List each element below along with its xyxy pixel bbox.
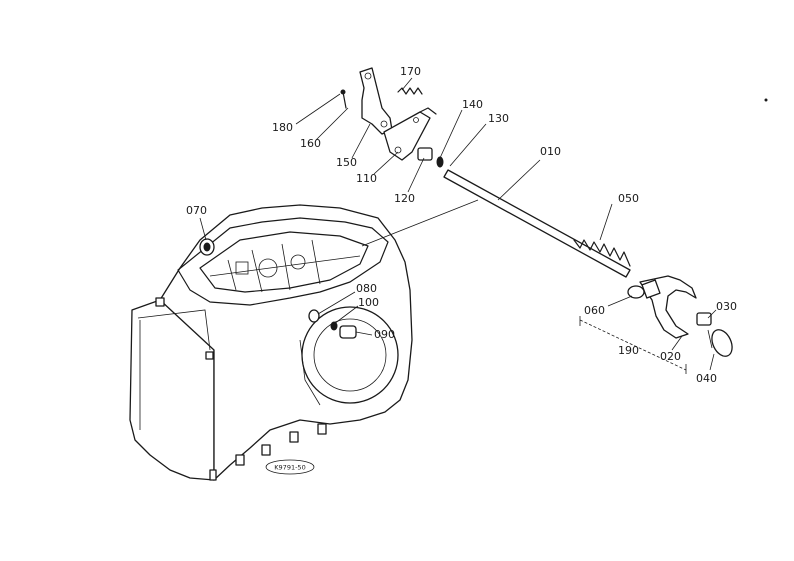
label-120: 120 bbox=[394, 192, 415, 205]
plug bbox=[696, 312, 712, 326]
circlip bbox=[330, 321, 338, 331]
label-010: 010 bbox=[540, 145, 561, 158]
pin bbox=[340, 89, 347, 109]
oring bbox=[308, 309, 320, 323]
label-140: 140 bbox=[462, 98, 483, 111]
oil-seal bbox=[199, 238, 215, 256]
label-060: 060 bbox=[584, 304, 605, 317]
collar-ring bbox=[627, 285, 645, 299]
label-170: 170 bbox=[400, 65, 421, 78]
label-180: 180 bbox=[272, 121, 293, 134]
label-110: 110 bbox=[356, 172, 377, 185]
label-080: 080 bbox=[356, 282, 377, 295]
label-100: 100 bbox=[358, 296, 379, 309]
bushing bbox=[417, 147, 433, 161]
bearing-bush bbox=[339, 325, 357, 339]
shaft-spring bbox=[573, 239, 631, 267]
drawing-code: K9791-50 bbox=[274, 464, 305, 472]
label-070: 070 bbox=[186, 204, 207, 217]
label-040: 040 bbox=[696, 372, 717, 385]
transmission-housing bbox=[129, 204, 413, 481]
label-090: 090 bbox=[374, 328, 395, 341]
washer bbox=[436, 156, 444, 168]
cap bbox=[707, 329, 733, 357]
label-030: 030 bbox=[716, 300, 737, 313]
part-labels: 010 020 030 040 050 060 070 080 090 100 … bbox=[186, 65, 737, 385]
shift-fork bbox=[639, 275, 697, 339]
lever-bracket bbox=[359, 67, 393, 135]
label-130: 130 bbox=[488, 112, 509, 125]
label-150: 150 bbox=[336, 156, 357, 169]
label-050: 050 bbox=[618, 192, 639, 205]
shift-shaft bbox=[443, 169, 631, 278]
label-190: 190 bbox=[618, 344, 639, 357]
drawing-code-badge: K9791-50 bbox=[265, 459, 315, 475]
tension-spring bbox=[397, 87, 423, 95]
leader-lines bbox=[199, 77, 717, 374]
label-020: 020 bbox=[660, 350, 681, 363]
small-clip bbox=[419, 107, 437, 115]
label-160: 160 bbox=[300, 137, 321, 150]
